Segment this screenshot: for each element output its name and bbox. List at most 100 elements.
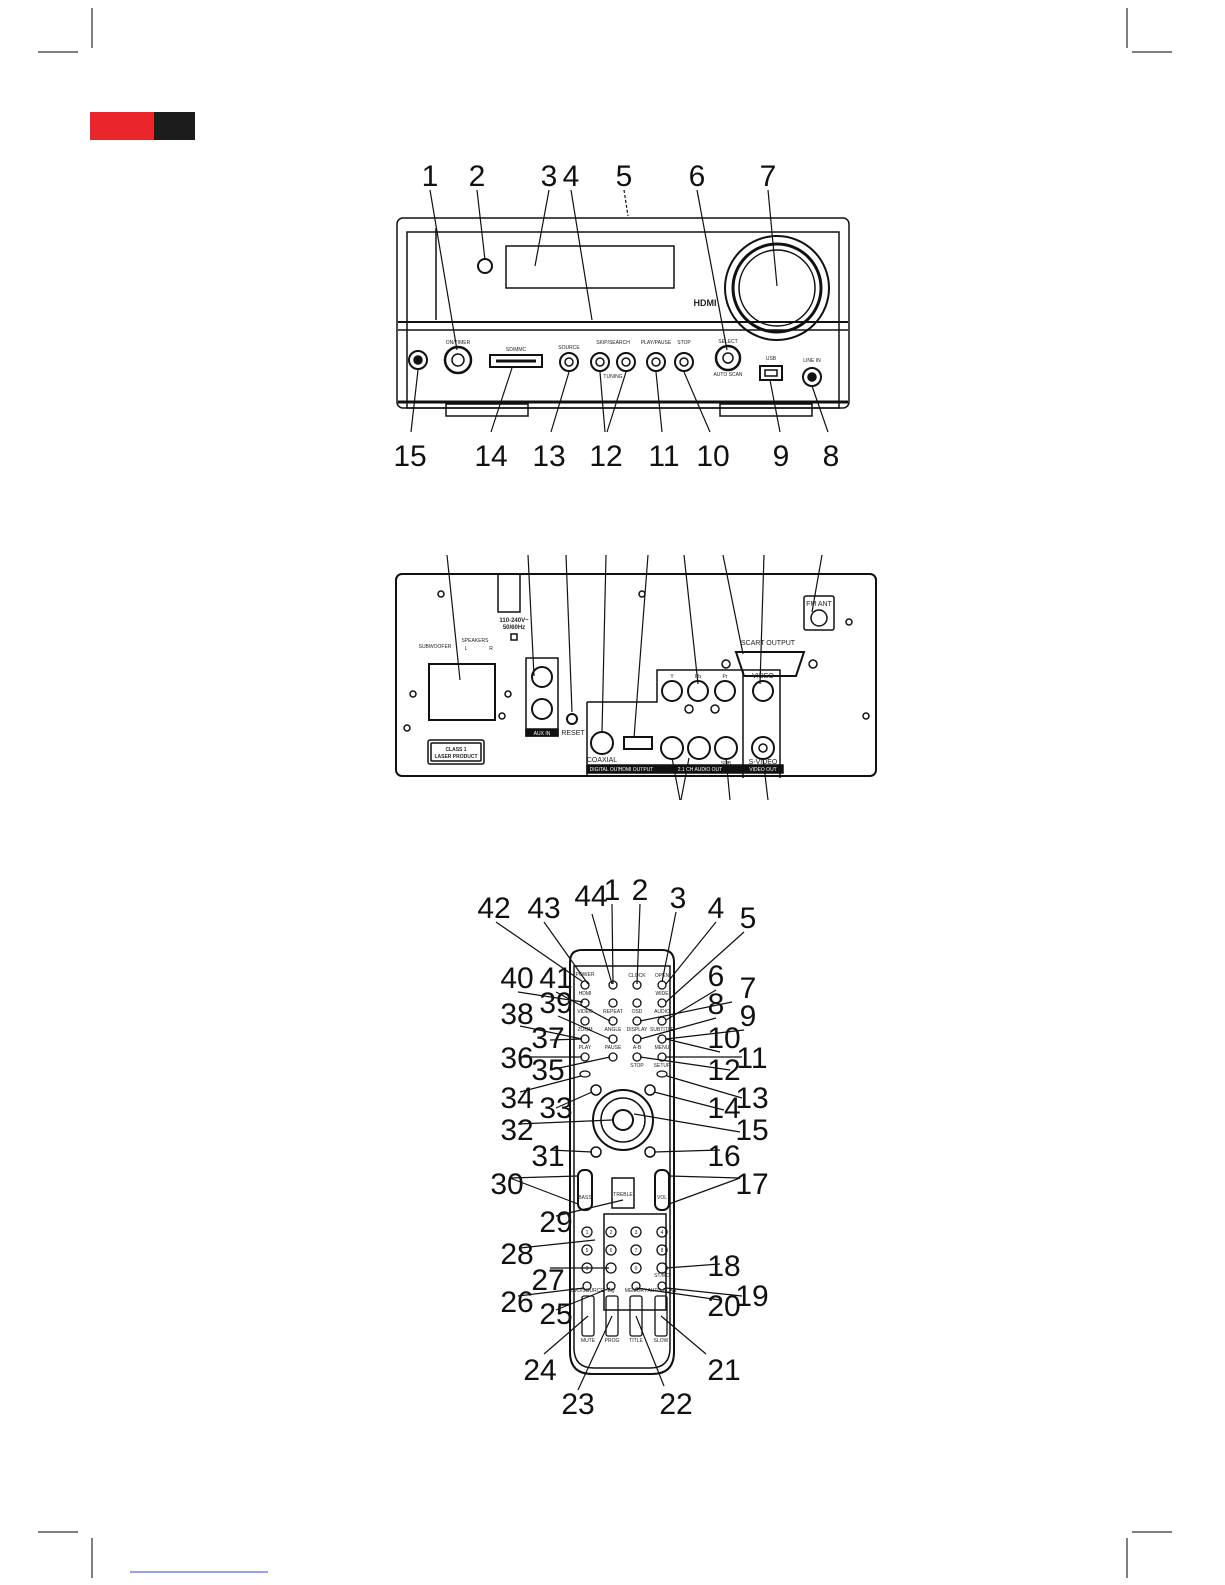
digit-5: 5 [586, 1248, 589, 1254]
line-in-label: LINE IN [803, 358, 821, 364]
remote-auto-scan-label: AUTO SCAN [647, 1288, 676, 1294]
callout-remote-2: 2 [632, 874, 649, 907]
play-pause-label: PLAY/PAUSE [641, 340, 672, 346]
video-label: VIDEO [752, 673, 774, 680]
remote-bass-label: BASS [578, 1195, 592, 1201]
callout-remote-1: 1 [604, 874, 621, 907]
remote-setup-label: SETUP [654, 1063, 671, 1069]
callout-remote-24: 24 [523, 1354, 556, 1387]
digital-out-label: DIGITAL OUT [590, 767, 621, 773]
callout-remote-12: 12 [707, 1054, 740, 1087]
hdmi-logo: HDMI [694, 298, 717, 308]
remote-open-label: OPEN [655, 973, 670, 979]
callout-remote-13: 13 [735, 1082, 768, 1115]
source-label: SOURCE [558, 345, 580, 351]
sub-label: SUB [721, 761, 732, 767]
callout-remote-5: 5 [740, 902, 757, 935]
callout-remote-44: 44 [574, 880, 607, 913]
rear-panel-diagram [395, 573, 877, 778]
remote-video-label: VIDEO [577, 1009, 593, 1015]
callout-remote-36: 36 [500, 1042, 533, 1075]
y-label: Y [670, 674, 674, 680]
digit-0: 0 [635, 1266, 638, 1272]
callout-remote-8: 8 [708, 988, 725, 1021]
callout-remote-9: 9 [740, 1000, 757, 1033]
front-callout-lines [410, 189, 829, 433]
callout-remote-40: 40 [500, 962, 533, 995]
callout-remote-15: 15 [735, 1114, 768, 1147]
remote-title-label: TITLE [629, 1338, 643, 1344]
remote-angle-label: ANGLE [605, 1027, 623, 1033]
digit-6: 6 [610, 1248, 613, 1254]
callout-remote-20: 20 [707, 1290, 740, 1323]
callout-front-5: 5 [616, 160, 633, 193]
callout-front-13: 13 [532, 440, 565, 473]
remote-dvd-source-label: DVD/SOURCE [570, 1288, 604, 1294]
callout-remote-39: 39 [539, 987, 572, 1020]
callout-front-4: 4 [563, 160, 580, 193]
callout-remote-4: 4 [708, 892, 725, 925]
digit-3: 3 [635, 1230, 638, 1236]
on-timer-label: ON/TIMER [446, 340, 471, 346]
remote-osd-label: OSD [632, 1009, 643, 1015]
reset-label: RESET [561, 730, 585, 737]
audio-out-label: 2.1 CH AUDIO OUT [678, 767, 722, 773]
skip-search-label: SKIP/SEARCH [596, 340, 630, 346]
callout-remote-3: 3 [670, 882, 687, 915]
scart-output-label: SCART OUTPUT [741, 640, 796, 647]
remote-stop-label: STOP [630, 1063, 644, 1069]
remote-menu-label: MENU [655, 1045, 670, 1051]
frequency-label: 50/60Hz [503, 625, 525, 631]
callout-front-10: 10 [696, 440, 729, 473]
digit-9: 9 [586, 1266, 589, 1272]
digit-1: 1 [586, 1230, 589, 1236]
callout-remote-37: 37 [531, 1022, 564, 1055]
front-panel-diagram [396, 217, 850, 417]
front-callout-numbers: 1 2 3 4 5 6 7 15 14 13 12 11 10 9 8 [393, 160, 839, 473]
callout-remote-26: 26 [500, 1286, 533, 1319]
remote-button-labels: POWER CLOCK OPEN HDMI WIDE VIDEO OSD AUD… [570, 972, 677, 1344]
callout-front-3: 3 [541, 160, 558, 193]
remote-ab-label: A-B [633, 1045, 642, 1051]
remote-prog-label: PROG [605, 1338, 620, 1344]
coaxial-label: COAXIAL [587, 757, 617, 764]
callout-remote-25: 25 [539, 1298, 572, 1331]
pb-label: Pb [695, 674, 701, 680]
callout-remote-18: 18 [707, 1250, 740, 1283]
callout-front-11: 11 [648, 440, 679, 473]
digit-8: 8 [661, 1248, 664, 1254]
fm-ant-label: FM ANT [806, 601, 832, 608]
aux-in-label: AUX IN [534, 731, 551, 737]
callout-remote-31: 31 [531, 1140, 564, 1173]
callout-remote-21: 21 [707, 1354, 740, 1387]
remote-power-label: POWER [576, 972, 595, 978]
callout-remote-35: 35 [531, 1054, 564, 1087]
s-video-label: S-VIDEO [749, 759, 778, 766]
remote-memory-label: MEMORY [625, 1288, 648, 1294]
remote-st-mo-label: ST/MO [654, 1273, 670, 1279]
callout-remote-28: 28 [500, 1238, 533, 1271]
header-bar-red [90, 112, 154, 140]
callout-remote-11: 11 [736, 1042, 767, 1075]
callout-remote-29: 29 [539, 1206, 572, 1239]
crop-marks [38, 8, 1172, 1578]
sd-mmc-label: SD/MMC [506, 347, 527, 353]
remote-slow-label: SLOW [654, 1338, 669, 1344]
rear-callout-lines [446, 554, 823, 801]
callout-remote-6: 6 [708, 960, 725, 993]
subwoofer-label: SUBWOOFER [419, 644, 452, 650]
header-bar-black [154, 112, 195, 140]
speakers-label: SPEAKERS [462, 638, 490, 644]
remote-digit-labels: 1 2 3 4 5 6 7 8 9 0 [586, 1230, 664, 1272]
speaker-l-label: L [465, 646, 468, 652]
callout-remote-14: 14 [707, 1092, 740, 1125]
callout-front-7: 7 [760, 160, 777, 193]
tuning-label: TUNING [603, 374, 622, 380]
callout-front-6: 6 [689, 160, 706, 193]
callout-remote-19: 19 [735, 1280, 768, 1313]
hdmi-output-label: HDMI OUTPUT [619, 767, 654, 773]
remote-mute-label: MUTE [581, 1338, 596, 1344]
remote-wide-label: WIDE [655, 991, 669, 997]
callout-remote-34: 34 [500, 1082, 533, 1115]
callout-remote-22: 22 [659, 1388, 692, 1421]
